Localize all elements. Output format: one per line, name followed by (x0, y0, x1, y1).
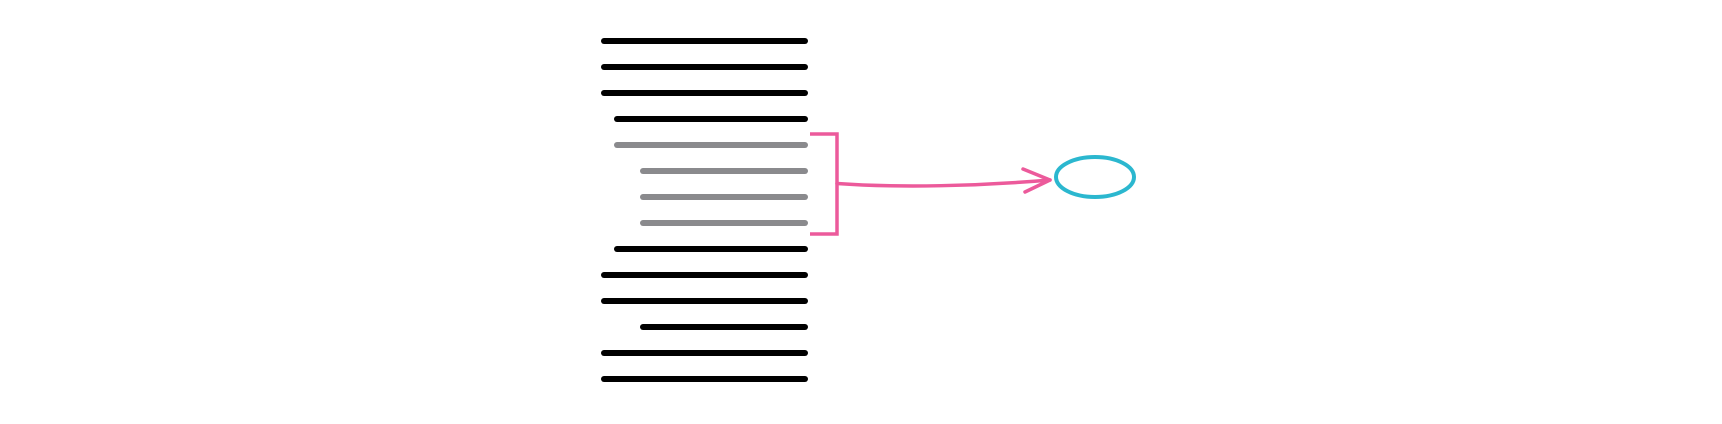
ellipse-target-icon (1054, 155, 1136, 199)
arrow-icon (835, 178, 1052, 188)
code-lines (601, 38, 808, 382)
arrowhead-icon (1021, 167, 1052, 194)
